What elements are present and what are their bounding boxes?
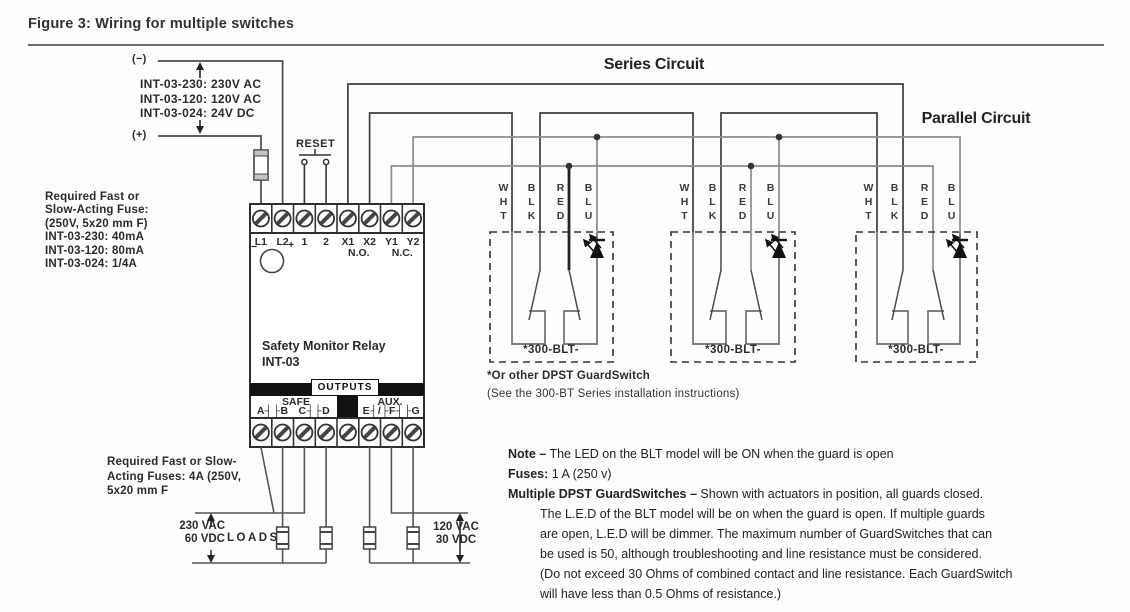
parallel-circuit-wires (390, 136, 961, 270)
terminal-label-x1: X1 (341, 236, 355, 248)
module-label-1: *300-BLT- (523, 344, 579, 356)
line-fuse-icon (253, 149, 269, 181)
series-circuit-wires (347, 83, 904, 232)
plus-mark: + (288, 239, 295, 251)
terminal-label-x2: X2 (363, 236, 377, 248)
reset-button-symbol (299, 149, 331, 204)
notes-continuation: The L.E.D of the BLT model will be on wh… (540, 507, 1013, 601)
left-voltage-label: 230 VAC 60 VDC (179, 520, 225, 545)
nc-label: N.C. (391, 247, 413, 259)
wire-label-red: RED (738, 182, 747, 222)
terminal-label-y2: Y2 (406, 236, 420, 248)
module-label-2: *300-BLT- (705, 344, 761, 356)
load-wires (192, 446, 470, 564)
reset-label: RESET (296, 138, 336, 150)
safe-label: SAFE (281, 396, 311, 408)
series-circuit-label: Series Circuit (603, 56, 705, 73)
loads-label: LOADS (227, 532, 280, 544)
wire-label-blu: BLU (766, 182, 775, 222)
outputs-label: OUTPUTS (311, 379, 379, 396)
line-fuse-note: Required Fast or Slow-Acting Fuse: (250V… (45, 191, 149, 271)
no-label: N.O. (348, 247, 370, 259)
junction-dots (565, 133, 783, 170)
multi-text: Shown with actuators in position, all gu… (696, 487, 984, 501)
supply-voltage-options: INT-03-230: 230V AC INT-03-120: 120V AC … (140, 77, 262, 121)
multi-lead: Multiple DPST GuardSwitches – (508, 487, 697, 501)
led-icon (590, 242, 604, 258)
pos-supply-label: (+) (132, 129, 147, 141)
fuses-lead: Fuses: (508, 467, 549, 481)
guardswitch-footnote-1: *Or other DPST GuardSwitch (487, 370, 651, 382)
terminal-label-y1: Y1 (384, 236, 398, 248)
led-icon (953, 242, 967, 258)
outputs-divider-square (337, 396, 358, 417)
voltage-span-arrows (207, 513, 464, 563)
guard-switch-module-3 (855, 231, 978, 363)
relay-indicator-circle (259, 248, 285, 274)
aux-label: AUX. (377, 396, 403, 408)
wire-label-wht: WHT (863, 182, 874, 222)
terminal-label-l1: L1 (254, 236, 268, 248)
wire-label-blk: BLK (708, 182, 717, 222)
wire-label-wht: WHT (679, 182, 690, 222)
relay-name: Safety Monitor Relay INT-03 (262, 339, 386, 369)
note-text: The LED on the BLT model will be ON when… (546, 447, 894, 461)
terminal-label-2: 2 (323, 236, 330, 248)
parallel-circuit-label: Parallel Circuit (921, 110, 1031, 127)
minus-mark: − (251, 241, 258, 253)
guardswitch-footnote-2: (See the 300-BT Series installation inst… (487, 388, 740, 400)
terminal-label-1: 1 (301, 236, 308, 248)
fuses-text: 1 A (250 v) (548, 467, 612, 481)
load-fuse-note: Required Fast or Slow- Acting Fuses: 4A … (107, 456, 242, 498)
guard-switch-module-1 (489, 231, 614, 363)
notes-block: Note – The LED on the BLT model will be … (508, 444, 1108, 604)
terminal-label-l2: L2 (276, 236, 289, 248)
supply-range-arrows (196, 62, 204, 134)
right-voltage-label: 120 VAC 30 VDC (433, 521, 479, 546)
wire-label-blk: BLK (527, 182, 536, 222)
figure-title: Figure 3: Wiring for multiple switches (28, 16, 295, 32)
multi-line: Multiple DPST GuardSwitches – Shown with… (508, 484, 1108, 504)
wire-label-red: RED (556, 182, 565, 222)
module-label-3: *300-BLT- (888, 344, 944, 356)
guard-switch-module-2 (670, 231, 796, 363)
wire-label-red: RED (920, 182, 929, 222)
supply-wires (158, 60, 284, 204)
wire-label-wht: WHT (498, 182, 509, 222)
note-lead: Note – (508, 447, 547, 461)
aux-contacts-label: E┤/├F┤├G (362, 405, 421, 417)
wire-label-blu: BLU (947, 182, 956, 222)
wire-label-blu: BLU (584, 182, 593, 222)
note-line: Note – The LED on the BLT model will be … (508, 444, 1108, 464)
wire-label-blk: BLK (890, 182, 899, 222)
fuses-line: Fuses: 1 A (250 v) (508, 464, 1108, 484)
safe-contacts-label: A┤├B C┤├D (256, 405, 331, 417)
led-icon (772, 242, 786, 258)
neg-supply-label: (−) (132, 53, 147, 65)
